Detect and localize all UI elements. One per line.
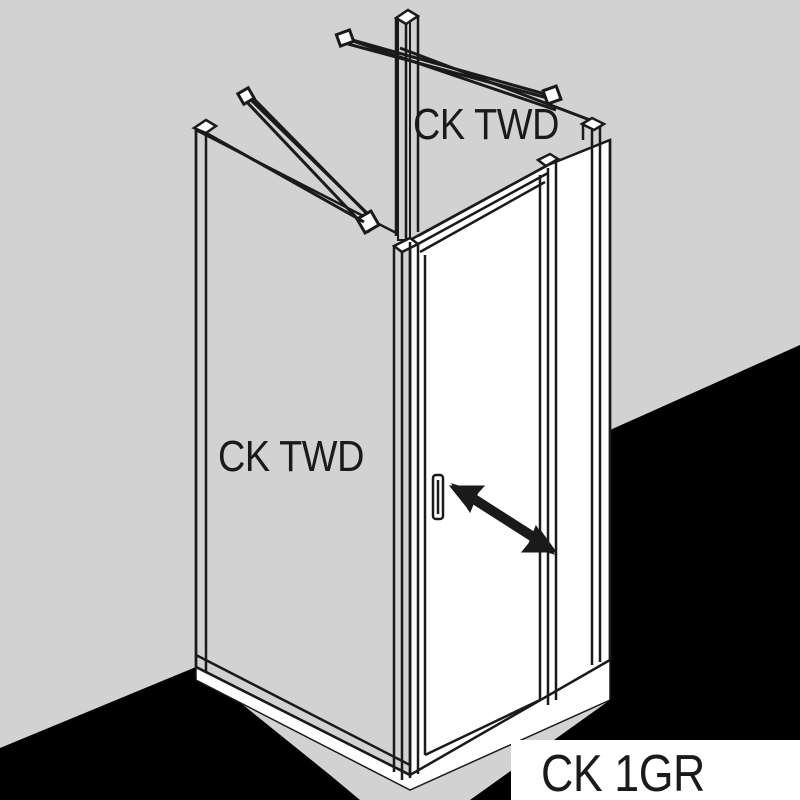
right-post bbox=[579, 116, 612, 665]
swing-arrow-icon bbox=[448, 483, 557, 555]
floor-left bbox=[0, 667, 360, 800]
side-panel-profiles bbox=[191, 118, 411, 777]
back-panel-label: CK TWD bbox=[413, 100, 559, 149]
side-panel-label: CK TWD bbox=[218, 432, 364, 481]
stabilizer-bar-left bbox=[205, 85, 381, 235]
back-panel-glass bbox=[397, 10, 411, 241]
stabilizer-bar-back bbox=[334, 28, 591, 122]
door-stile bbox=[423, 152, 561, 757]
model-code: CK 1GR bbox=[541, 745, 705, 800]
door-handle-icon[interactable] bbox=[431, 473, 445, 521]
floor-right bbox=[470, 345, 800, 800]
model-code-box bbox=[511, 740, 800, 800]
corner-post bbox=[391, 236, 421, 780]
door-top-rail bbox=[417, 163, 549, 254]
